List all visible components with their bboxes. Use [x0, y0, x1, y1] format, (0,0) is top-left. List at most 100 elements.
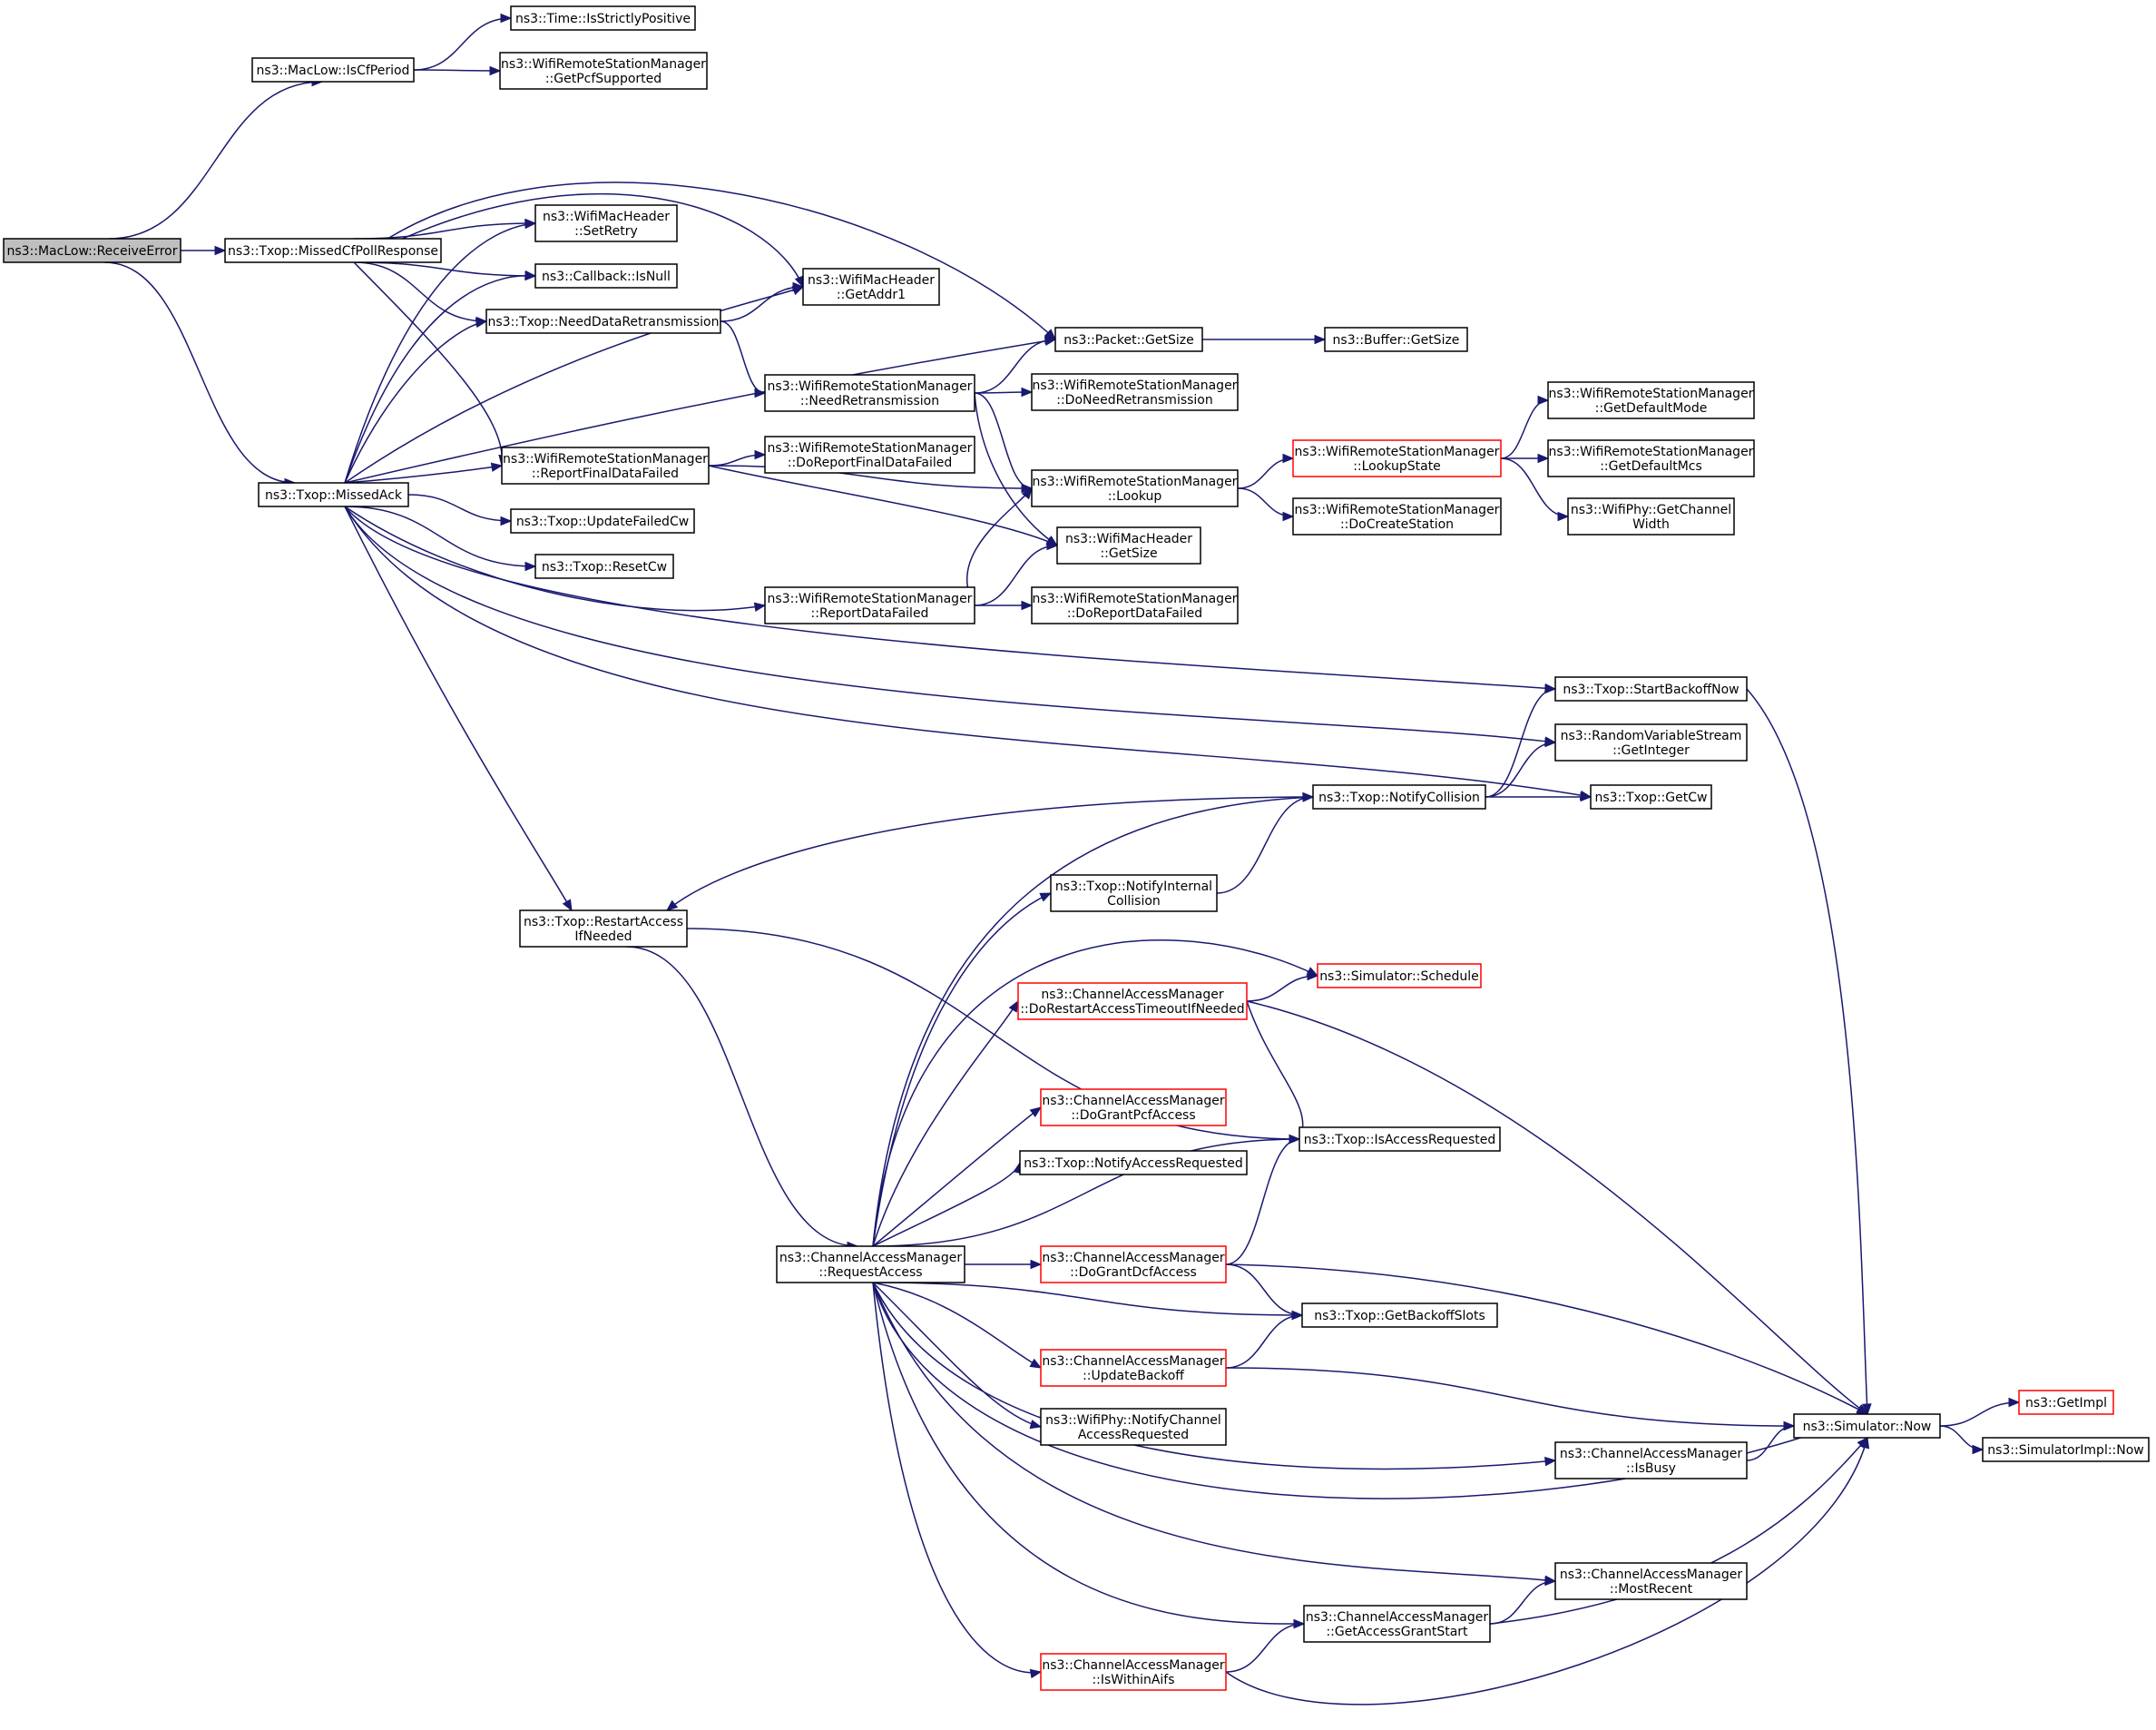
edge-restartAccessIfNeeded-to-requestAccess [625, 946, 859, 1252]
edge-line [1225, 1138, 1300, 1265]
edge-line [1237, 457, 1294, 489]
node-get-cw[interactable]: ns3::Txop::GetCw [1590, 784, 1712, 810]
node-do-report-final-data-failed[interactable]: ns3::WifiRemoteStationManager::DoReportF… [764, 436, 975, 474]
node-label: ns3::WifiRemoteStationManager [1033, 592, 1238, 606]
node-box [251, 57, 415, 83]
node-is-access-requested[interactable]: ns3::Txop::IsAccessRequested [1298, 1126, 1501, 1152]
node-do-grant-dcf-access[interactable]: ns3::ChannelAccessManager::DoGrantDcfAcc… [1040, 1245, 1227, 1283]
node-need-retransmission[interactable]: ns3::WifiRemoteStationManager::NeedRetra… [764, 374, 975, 412]
node-get-pcf-supported[interactable]: ns3::WifiRemoteStationManager::GetPcfSup… [499, 52, 708, 90]
edge-line [872, 796, 1314, 1247]
arrowhead [1046, 540, 1059, 551]
node-label: Collision [1107, 894, 1161, 909]
node-notify-access-requested[interactable]: ns3::Txop::NotifyAccessRequested [1019, 1150, 1248, 1175]
node-label: ::GetAddr1 [837, 288, 906, 302]
node-do-create-station[interactable]: ns3::WifiRemoteStationManager::DoCreateS… [1292, 497, 1502, 536]
node-most-recent[interactable]: ns3::ChannelAccessManager::MostRecent [1554, 1562, 1748, 1600]
arrowhead [2008, 1397, 2021, 1408]
node-is-within-aifs[interactable]: ns3::ChannelAccessManager::IsWithinAifs [1040, 1653, 1227, 1691]
edge-line [353, 261, 504, 467]
edge-line [353, 222, 536, 240]
edge-isWithinAifs-to-getAccessGrantStart [1225, 1618, 1306, 1673]
node-do-grant-pcf-access[interactable]: ns3::ChannelAccessManager::DoGrantPcfAcc… [1040, 1088, 1227, 1126]
node-label: ::MostRecent [1610, 1582, 1693, 1597]
node-update-failed-cw[interactable]: ns3::Txop::UpdateFailedCw [510, 508, 695, 534]
node-label: ns3::ChannelAccessManager [779, 1251, 963, 1265]
node-label: ns3::Txop::GetCw [1595, 791, 1708, 805]
arrowhead [1030, 1259, 1043, 1270]
node-box [501, 447, 710, 485]
node-set-retry[interactable]: ns3::WifiMacHeader::SetRetry [534, 204, 678, 242]
node-schedule[interactable]: ns3::Simulator::Schedule [1317, 963, 1482, 988]
arrowhead [1282, 511, 1295, 522]
node-box [1040, 1088, 1227, 1126]
node-start-backoff-now[interactable]: ns3::Txop::StartBackoffNow [1554, 676, 1748, 702]
arrowhead [1537, 395, 1550, 406]
node-box [258, 482, 409, 507]
arrowhead [1544, 1456, 1557, 1467]
node-need-data-retransmission[interactable]: ns3::Txop::NeedDataRetransmission [485, 309, 721, 334]
node-update-backoff[interactable]: ns3::ChannelAccessManager::UpdateBackoff [1040, 1349, 1227, 1387]
node-buffer-get-size[interactable]: ns3::Buffer::GetSize [1324, 327, 1468, 352]
node-missed-cf-poll-response[interactable]: ns3::Txop::MissedCfPollResponse [224, 238, 442, 263]
node-request-access[interactable]: ns3::ChannelAccessManager::RequestAccess [776, 1245, 965, 1283]
arrowhead [1862, 1403, 1872, 1416]
node-lookup-state[interactable]: ns3::WifiRemoteStationManager::LookupSta… [1292, 439, 1502, 477]
node-packet-get-size[interactable]: ns3::Packet::GetSize [1054, 327, 1203, 352]
node-lookup[interactable]: ns3::WifiRemoteStationManager::Lookup [1031, 469, 1239, 507]
edge-missedAck-to-getInteger [344, 506, 1557, 746]
edge-line [872, 1282, 1305, 1625]
node-box [1056, 526, 1201, 565]
node-callback-is-null[interactable]: ns3::Callback::IsNull [534, 263, 678, 289]
node-mac-header-get-size[interactable]: ns3::WifiMacHeader::GetSize [1056, 526, 1201, 565]
edge-line [344, 506, 766, 612]
node-get-integer[interactable]: ns3::RandomVariableStream::GetInteger [1554, 723, 1748, 762]
node-notify-collision[interactable]: ns3::Txop::NotifyCollision [1312, 784, 1486, 810]
edge-line [407, 494, 512, 522]
edge-line [344, 465, 503, 484]
node-get-backoff-slots[interactable]: ns3::Txop::GetBackoffSlots [1301, 1302, 1498, 1328]
node-report-final-data-failed[interactable]: ns3::WifiRemoteStationManager::ReportFin… [501, 447, 710, 485]
node-get-access-grant-start[interactable]: ns3::ChannelAccessManager::GetAccessGran… [1303, 1605, 1491, 1643]
edge-line [1485, 742, 1556, 798]
node-box [764, 374, 975, 412]
edge-updateBackoff-to-getBackoffSlots [1225, 1310, 1304, 1369]
node-do-need-retransmission[interactable]: ns3::WifiRemoteStationManager::DoNeedRet… [1031, 373, 1239, 411]
node-do-restart-access-timeout[interactable]: ns3::ChannelAccessManager::DoRestartAcce… [1017, 982, 1248, 1020]
node-reset-cw[interactable]: ns3::Txop::ResetCw [534, 554, 674, 579]
node-get-addr1[interactable]: ns3::WifiMacHeader::GetAddr1 [802, 268, 940, 306]
node-simulator-now[interactable]: ns3::Simulator::Now [1793, 1413, 1941, 1439]
node-label: ::DoReportFinalDataFailed [788, 456, 953, 470]
edge-requestAccess-to-isWithinAifs [872, 1282, 1043, 1679]
edge-line [872, 1282, 1303, 1316]
node-missed-ack[interactable]: ns3::Txop::MissedAck [258, 482, 409, 507]
node-label: ::IsBusy [1626, 1461, 1676, 1476]
edge-line [344, 274, 536, 484]
node-box [1301, 1302, 1498, 1328]
edge-isCfPeriod-to-isStrictlyPositive [413, 13, 513, 71]
node-notify-channel-access-requested[interactable]: ns3::WifiPhy::NotifyChannelAccessRequest… [1040, 1408, 1227, 1446]
node-get-default-mode[interactable]: ns3::WifiRemoteStationManager::GetDefaul… [1547, 381, 1755, 419]
edge-missedAck-to-getCw [344, 506, 1592, 801]
edge-needDataRetransmission-to-getAddr1 [720, 281, 805, 322]
node-label: ns3::ChannelAccessManager [1042, 1251, 1225, 1265]
node-label: ns3::Txop::StartBackoffNow [1563, 683, 1739, 697]
node-receive-error[interactable]: ns3::MacLow::ReceiveError [3, 238, 181, 263]
node-report-data-failed[interactable]: ns3::WifiRemoteStationManager::ReportDat… [764, 586, 975, 624]
node-box [1050, 874, 1218, 912]
edge-line [413, 69, 501, 72]
node-is-busy[interactable]: ns3::ChannelAccessManager::IsBusy [1554, 1441, 1748, 1479]
node-do-report-data-failed[interactable]: ns3::WifiRemoteStationManager::DoReportD… [1031, 586, 1239, 624]
node-is-strictly-positive[interactable]: ns3::Time::IsStrictlyPositive [510, 5, 696, 31]
node-simulator-impl-now[interactable]: ns3::SimulatorImpl::Now [1982, 1437, 2150, 1462]
edge-line [1500, 399, 1549, 459]
node-box [510, 508, 695, 534]
node-box [510, 5, 696, 31]
node-get-impl[interactable]: ns3::GetImpl [2018, 1390, 2114, 1415]
node-get-default-mcs[interactable]: ns3::WifiRemoteStationManager::GetDefaul… [1547, 439, 1755, 477]
node-is-cf-period[interactable]: ns3::MacLow::IsCfPeriod [251, 57, 415, 83]
edge-doRestartAccessTimeout-to-schedule [1246, 970, 1319, 1002]
